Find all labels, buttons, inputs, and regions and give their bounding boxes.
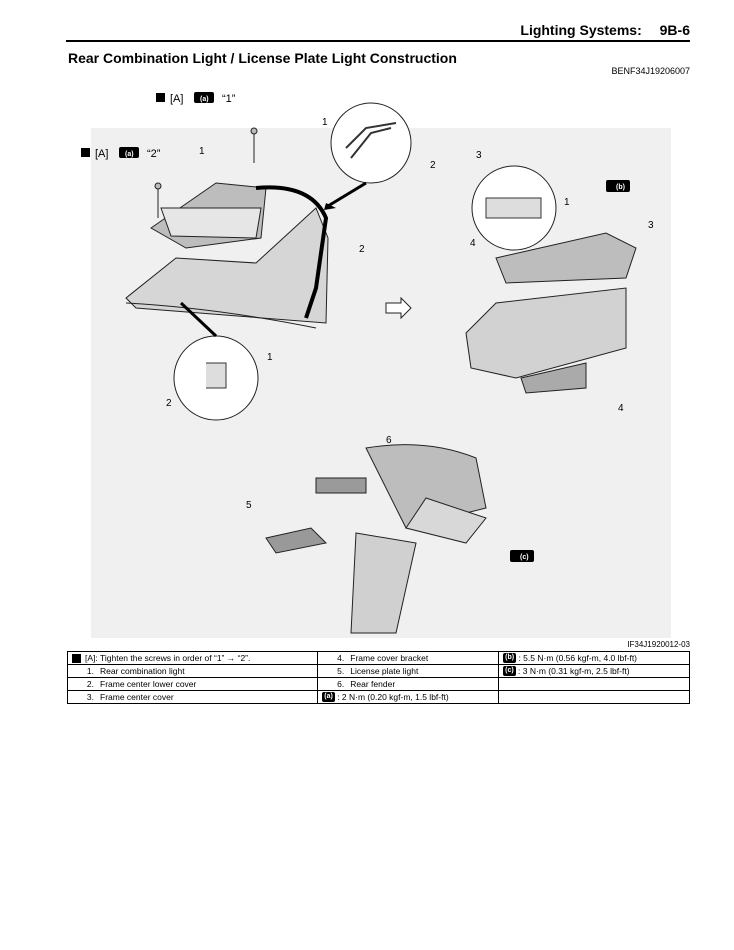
rear-fender-assembly-view [265, 444, 487, 634]
reference-numbers: 1 2 1 2 1 2 3 1 4 3 4 6 5 [166, 117, 654, 511]
table-row: 3.Frame center cover (a) : 2 N·m (0.20 k… [66, 690, 690, 704]
ref-number: 1 [322, 117, 328, 128]
ref-number: 3 [476, 150, 482, 161]
legend-cell: (c) : 3 N·m (0.31 kgf-m, 2.5 lbf-ft) [498, 664, 690, 678]
torque-icon: (b) [503, 653, 517, 664]
torque-icon: (a) [322, 692, 335, 703]
ref-number: 6 [386, 435, 392, 446]
detail-circle-clip [330, 102, 412, 184]
torque-icon: (c) [503, 666, 516, 677]
pen-icon [72, 654, 81, 664]
torque-icon [194, 92, 214, 103]
torque-icon [119, 147, 139, 158]
table-row: 2.Frame center lower cover 6.Rear fender [66, 677, 690, 691]
legend-cell: 1.Rear combination light [66, 664, 319, 678]
callout-a2-badge: (a) [125, 151, 134, 158]
callout-b-badge: (b) [616, 184, 625, 191]
callout-a1-badge: (a) [200, 96, 209, 103]
callout-b: (b) [606, 180, 630, 192]
legend-cell: 4.Frame cover bracket [317, 651, 500, 665]
doc-code: BENF34J19206007 [611, 66, 690, 76]
tab-detail [206, 362, 227, 389]
rear-light-assembly-view [125, 182, 329, 329]
pen-icon [81, 148, 90, 157]
page-number: 9B-6 [659, 22, 690, 38]
callout-a2-label: [A] [95, 148, 108, 160]
legend-cell: 3.Frame center cover [66, 690, 319, 704]
header-rule [66, 40, 690, 42]
clip-detail [345, 122, 397, 159]
legend-cell: (a) : 2 N·m (0.20 kgf-m, 1.5 lbf-ft) [317, 690, 500, 704]
ref-number: 2 [166, 398, 172, 409]
callout-a1-order: “1” [222, 93, 236, 105]
torque-icon [510, 550, 534, 562]
callout-c-badge: (c) [520, 554, 529, 561]
callout-a2-order: “2” [147, 148, 161, 160]
legend-cell: 2.Frame center lower cover [66, 677, 319, 691]
callout-a1-label: [A] [170, 93, 183, 105]
table-row: 1.Rear combination light 5.License plate… [66, 664, 690, 678]
ref-number: 3 [648, 220, 654, 231]
ref-number: 5 [246, 500, 252, 511]
legend-cell: 6.Rear fender [317, 677, 500, 691]
torque-icon [606, 180, 630, 192]
frame-cover-assembly-view [465, 232, 637, 394]
ref-number: 2 [430, 160, 436, 171]
ref-number: 1 [267, 352, 273, 363]
ref-number: 1 [199, 146, 205, 157]
legend-cell: [A]: Tighten the screws in order of “1” … [66, 651, 319, 665]
screw-icon [250, 127, 258, 163]
ref-number: 4 [618, 403, 624, 414]
ref-number: 4 [470, 238, 476, 249]
step-arrow-icon [385, 296, 412, 320]
page-title: Rear Combination Light / License Plate L… [68, 50, 457, 66]
ref-number: 2 [359, 244, 365, 255]
pen-icon [156, 93, 165, 102]
cover-detail [485, 197, 542, 219]
table-row: [A]: Tighten the screws in order of “1” … [66, 651, 690, 665]
construction-illustration: [A] (a) “1” [A] (a) “2” (b) (c) 1 2 1 2 … [81, 92, 671, 638]
section-title: Lighting Systems: [520, 22, 642, 38]
legend-cell [498, 677, 690, 691]
legend-cell [498, 690, 690, 704]
legend-cell: 5.License plate light [317, 664, 500, 678]
figure-code: IF34J1920012-03 [627, 640, 690, 649]
legend-cell: (b) : 5.5 N·m (0.56 kgf-m, 4.0 lbf-ft) [498, 651, 690, 665]
callout-a2: [A] (a) “2” [81, 147, 161, 160]
screw-icon [154, 182, 162, 218]
page-header: Lighting Systems: 9B-6 [66, 22, 690, 38]
callout-c: (c) [510, 550, 534, 562]
ref-number: 1 [564, 197, 570, 208]
legend-table: [A]: Tighten the screws in order of “1” … [66, 651, 690, 704]
callout-a1: [A] (a) “1” [156, 92, 236, 105]
